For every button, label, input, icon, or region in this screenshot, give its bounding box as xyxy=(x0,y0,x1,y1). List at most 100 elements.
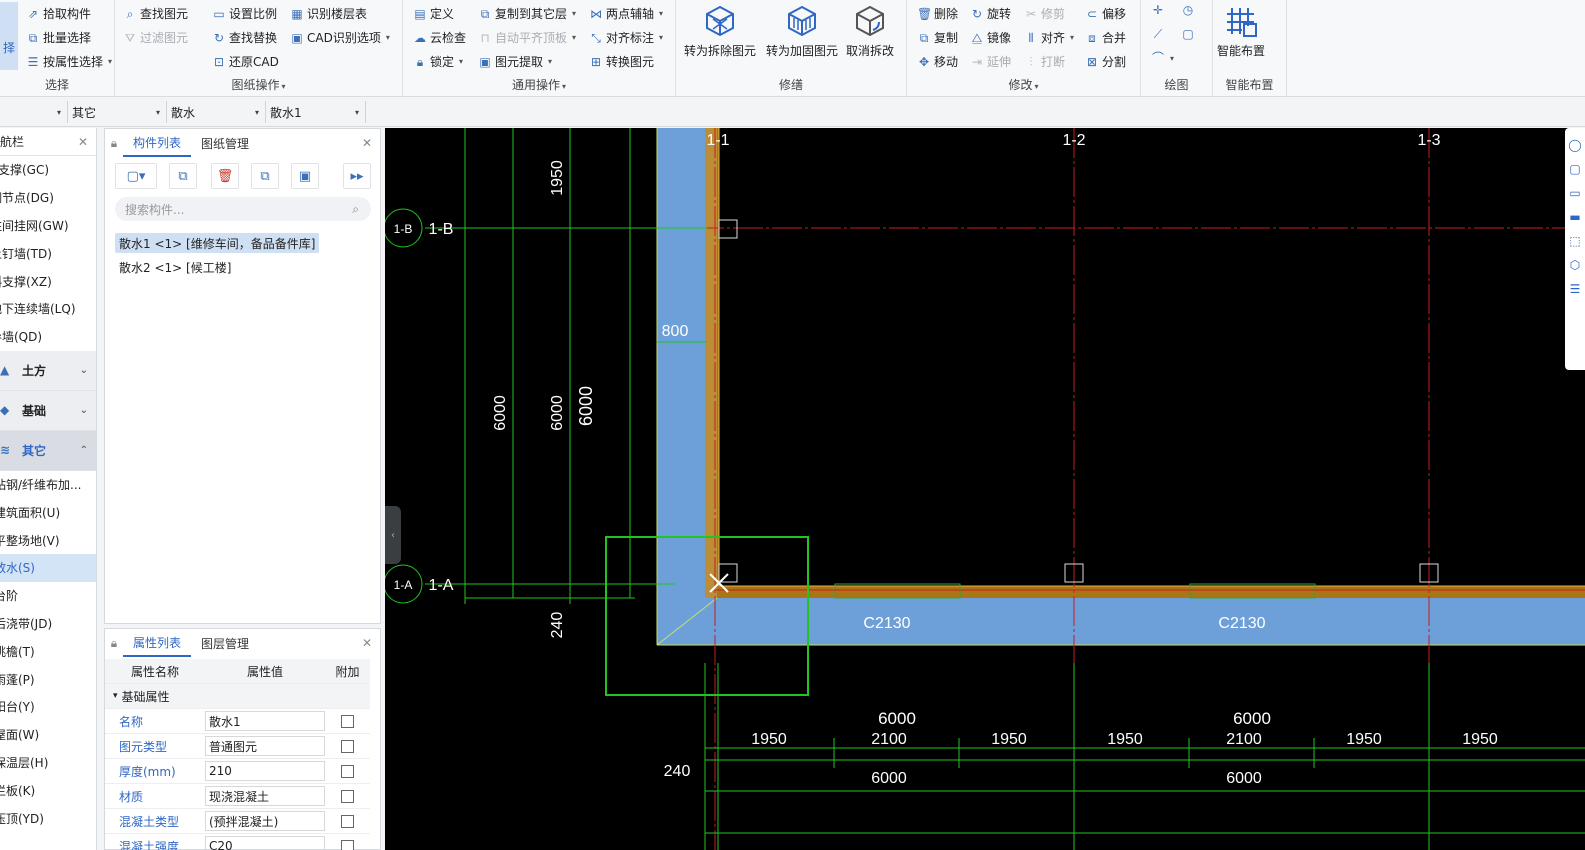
nav-item[interactable]: 钢支撑(GC) xyxy=(0,163,50,178)
restore-cad-button[interactable]: ⊡还原CAD xyxy=(213,54,279,70)
search-input[interactable]: 搜索构件... ⌕ xyxy=(115,197,371,221)
define-button[interactable]: ▤定义 xyxy=(414,6,455,22)
nav-item[interactable]: 土钉墙(TD) xyxy=(0,246,52,261)
tab-component-list[interactable]: 构件列表 xyxy=(123,129,192,157)
property-extra-checkbox[interactable] xyxy=(341,714,354,728)
duplicate-layer-button[interactable]: ⧉ xyxy=(251,163,279,189)
close-icon[interactable]: ✕ xyxy=(361,636,372,650)
to-demolish-button[interactable]: 转为拆除图元 xyxy=(684,4,756,59)
component-settings-button[interactable]: ▣ xyxy=(291,163,319,189)
property-value-field[interactable]: C20 xyxy=(205,836,325,850)
find-element-button[interactable]: ⌕查找图元 xyxy=(123,5,188,22)
extract-element-button[interactable]: ▣图元提取▾ xyxy=(479,54,553,70)
cloud-check-button[interactable]: ☁云检查 xyxy=(414,30,467,46)
view-3d-icon[interactable]: ▢ xyxy=(1569,162,1581,176)
property-extra-checkbox[interactable] xyxy=(341,764,354,778)
component-item[interactable]: 散水1 <1> [维修车间，备品备件库] xyxy=(115,233,320,253)
move-button[interactable]: ✥移动 xyxy=(918,54,959,70)
cube-view-icon[interactable]: ⬡ xyxy=(1569,258,1581,272)
point-tool-button[interactable]: ✛ xyxy=(1151,3,1165,17)
select-by-attr-button[interactable]: ☰按属性选择▾ xyxy=(27,54,113,70)
pin-icon[interactable]: 🔒︎ xyxy=(110,635,118,650)
nav-item[interactable]: 压顶(YD) xyxy=(0,811,44,826)
copy-button[interactable]: ⧉复制 xyxy=(917,29,958,46)
delete-component-button[interactable]: 🗑︎ xyxy=(211,163,239,189)
new-component-button[interactable]: ▢▾ xyxy=(115,163,157,189)
instance-select[interactable]: 散水1▾ xyxy=(266,101,366,123)
align-dimension-button[interactable]: ⤡对齐标注▾ xyxy=(589,29,663,46)
auto-align-top-button[interactable]: ⊓自动平齐顶板▾ xyxy=(478,29,576,46)
nav-category[interactable]: ▲土方⌄ xyxy=(0,350,96,391)
collapse-panel-handle[interactable]: ‹ xyxy=(385,506,401,564)
nav-item[interactable]: 钢节点(DG) xyxy=(0,191,54,206)
category-select[interactable]: 其它▾ xyxy=(68,101,167,123)
property-value-field[interactable]: 210 xyxy=(205,761,325,781)
nav-item[interactable]: 台阶 xyxy=(0,589,19,604)
nav-item[interactable]: 阳台(Y) xyxy=(0,700,35,715)
smart-layout-button[interactable]: 智能布置 xyxy=(1217,4,1265,59)
layer-list-icon[interactable]: ☰ xyxy=(1569,282,1581,296)
close-icon[interactable]: ✕ xyxy=(77,134,88,149)
close-icon[interactable]: ✕ xyxy=(361,136,372,150)
batch-select-button[interactable]: ⧉批量选择 xyxy=(26,29,91,46)
type-select[interactable]: 散水▾ xyxy=(167,101,266,123)
property-value-field[interactable]: 散水1 xyxy=(205,711,325,731)
tab-property-list[interactable]: 属性列表 xyxy=(123,629,192,657)
property-extra-checkbox[interactable] xyxy=(341,739,354,753)
set-scale-button[interactable]: ▭设置比例 xyxy=(213,6,278,22)
property-section-row[interactable]: ▾ 基础属性 xyxy=(105,684,370,709)
nav-item[interactable]: 导墙(QD) xyxy=(0,330,43,345)
nav-item[interactable]: 地下连续墙(LQ) xyxy=(0,302,76,317)
floor-select[interactable]: ▾ xyxy=(0,101,68,123)
merge-button[interactable]: ⧈合并 xyxy=(1085,29,1126,46)
tab-layer-manage[interactable]: 图层管理 xyxy=(201,636,250,651)
nav-item[interactable]: 栏板(K) xyxy=(0,783,36,798)
pin-icon[interactable]: 🔒︎ xyxy=(110,135,118,150)
split-button[interactable]: ⊠分割 xyxy=(1086,54,1127,70)
nav-item[interactable]: 后浇带(JD) xyxy=(0,616,53,631)
view-plan-icon[interactable]: ▭ xyxy=(1569,186,1581,200)
nav-item[interactable]: 建筑面积(U) xyxy=(0,505,61,520)
circle-tool-button[interactable]: ◷ xyxy=(1181,3,1195,17)
offset-button[interactable]: ⊂偏移 xyxy=(1086,6,1127,22)
orbit-icon[interactable]: ◯ xyxy=(1568,138,1582,152)
convert-element-button[interactable]: ⊞转换图元 xyxy=(590,54,655,70)
zoom-window-icon[interactable]: ⬚ xyxy=(1569,234,1581,248)
nav-item[interactable]: 粘钢/纤维布加... xyxy=(0,477,82,492)
nav-category[interactable]: ◆基础⌄ xyxy=(0,390,96,431)
property-extra-checkbox[interactable] xyxy=(341,814,354,828)
nav-item[interactable]: 雨蓬(P) xyxy=(0,672,35,687)
two-point-axis-button[interactable]: ⋈两点辅轴▾ xyxy=(590,6,664,22)
nav-item[interactable]: 屋面(W) xyxy=(0,728,40,743)
mirror-button[interactable]: ⧋镜像 xyxy=(971,30,1012,46)
copy-to-floor-button[interactable]: ⧉复制到其它层▾ xyxy=(478,5,576,22)
to-reinforce-button[interactable]: 转为加固图元 xyxy=(766,4,838,59)
arc-tool-button[interactable]: ⌒▾ xyxy=(1151,51,1175,65)
recognize-floor-table-button[interactable]: ▦识别楼层表 xyxy=(291,6,368,22)
property-extra-checkbox[interactable] xyxy=(341,839,354,850)
break-button[interactable]: ⫶打断 xyxy=(1024,53,1065,70)
nav-category[interactable]: ≋其它⌃ xyxy=(0,430,96,471)
find-replace-button[interactable]: ↻查找替换 xyxy=(213,30,278,46)
nav-item[interactable]: 平整场地(V) xyxy=(0,533,60,548)
nav-item[interactable]: 挑檐(T) xyxy=(0,644,35,659)
align-button[interactable]: ⫴对齐▾ xyxy=(1024,29,1074,46)
cad-options-button[interactable]: ▣CAD识别选项▾ xyxy=(291,30,390,46)
nav-item[interactable]: 斜支撑(XZ) xyxy=(0,274,52,289)
delete-button[interactable]: 🗑︎删除 xyxy=(917,6,959,22)
apron-area[interactable] xyxy=(657,128,1585,645)
pick-component-button[interactable]: ⇗拾取构件 xyxy=(27,6,92,22)
nav-item[interactable]: 散水(S) xyxy=(0,553,96,582)
lock-button[interactable]: 🔒︎锁定▾ xyxy=(413,53,463,70)
cancel-demolish-button[interactable]: 取消拆改 xyxy=(846,4,894,59)
select-button[interactable]: 择 xyxy=(0,2,18,70)
property-value-field[interactable]: (预拌混凝土) xyxy=(205,811,325,831)
selection-box[interactable] xyxy=(605,536,809,696)
nav-item[interactable]: 保温层(H) xyxy=(0,755,49,770)
view-front-icon[interactable]: ▬ xyxy=(1569,210,1581,224)
tab-drawing-manage[interactable]: 图纸管理 xyxy=(201,136,250,151)
copy-component-button[interactable]: ⧉ xyxy=(169,163,197,189)
component-item[interactable]: 散水2 <1> [候工楼] xyxy=(119,260,232,275)
property-extra-checkbox[interactable] xyxy=(341,789,354,803)
